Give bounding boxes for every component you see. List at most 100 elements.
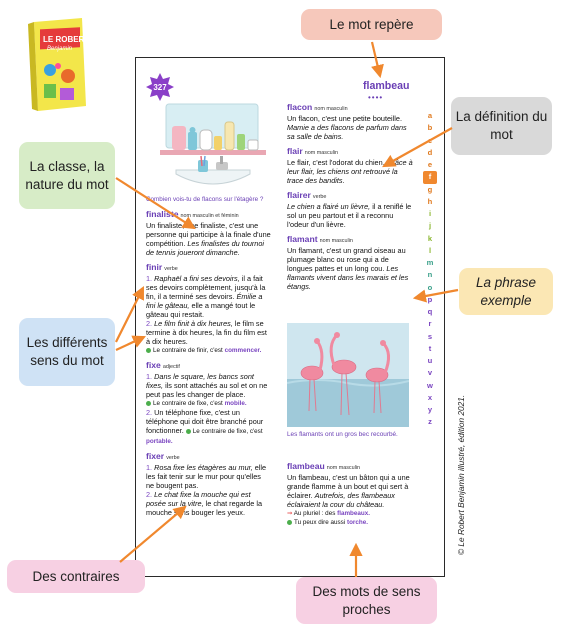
definition: il a reniflé le sol un peu partout et il…	[287, 202, 412, 229]
callout-sens: Les différents sens du mot	[19, 318, 115, 386]
book-subtitle: Benjamin	[47, 46, 73, 52]
letter-tab[interactable]: d	[427, 147, 433, 157]
callout-contraires: Des contraires	[7, 560, 145, 593]
headword: flacon	[287, 102, 313, 112]
letter-tab[interactable]: u	[427, 356, 433, 365]
letter-tab[interactable]: j	[428, 221, 432, 231]
callout-classe: La classe, la nature du mot	[19, 142, 115, 209]
part-of-speech: nom masculin	[326, 465, 361, 471]
green-dot-icon	[185, 428, 191, 434]
entry-flambeau: flambeau nom masculin Un flambeau, c'est…	[287, 462, 415, 527]
callout-mot-repere: Le mot repère	[301, 9, 442, 40]
green-dot-icon	[146, 400, 151, 406]
letter-tab[interactable]: m	[426, 258, 434, 267]
example: Mamie a des flacons de parfum dans sa sa…	[287, 123, 407, 141]
example: Les flamants vivent dans les marais et l…	[287, 264, 409, 291]
sense-number: 1.	[146, 372, 153, 381]
example: Le chien a flairé un lièvre,	[287, 202, 371, 211]
part-of-speech: verbe	[166, 455, 180, 461]
example: Raphaël a fini ses devoirs,	[154, 274, 240, 283]
callout-definition: La définition du mot	[451, 97, 552, 155]
part-of-speech: nom masculin et féminin	[180, 213, 239, 219]
letter-tab[interactable]: x	[427, 392, 433, 402]
callout-sens-proches: Des mots de sens proches	[296, 577, 437, 624]
part-of-speech: verbe	[164, 266, 178, 272]
synonym-note: Tu peux dire aussi torche.	[287, 518, 415, 527]
letter-tab[interactable]: y	[427, 405, 433, 414]
letter-tab[interactable]: b	[427, 123, 433, 133]
dictionary-book-cover: LE ROBERT Benjamin	[28, 18, 86, 111]
contrary-note: Le contraire de finir, c'est commencer.	[146, 346, 271, 355]
definition: Un flambeau, c'est un bâton qui a une gr…	[287, 473, 410, 500]
letter-tab[interactable]: q	[427, 307, 433, 316]
letter-tab[interactable]: w	[427, 380, 433, 390]
headword: flair	[287, 146, 303, 156]
letter-tab[interactable]: t	[428, 343, 432, 353]
entry-flair: flair nom masculin Le flair, c'est l'odo…	[287, 146, 415, 186]
book-title: LE ROBERT	[43, 35, 86, 44]
sense-number: 2.	[146, 319, 153, 328]
letter-tab[interactable]: i	[428, 209, 432, 218]
definition: Le flair, c'est l'odorat du chien.	[287, 158, 385, 167]
definition: ils sont attachés au sol et on ne peut p…	[146, 381, 268, 399]
part-of-speech: adjectif	[162, 364, 180, 370]
shelf-image-caption: Combien vois-tu de flacons sur l'étagère…	[146, 196, 264, 203]
entry-fixe: fixe adjectif 1. Dans le square, les ban…	[146, 361, 271, 446]
green-dot-icon	[287, 519, 292, 525]
letter-tab[interactable]: z	[428, 417, 432, 427]
letter-tab[interactable]: k	[427, 233, 433, 243]
headword: fixer	[146, 451, 165, 461]
headword: flambeau	[287, 461, 325, 471]
entry-flairer: flairer verbe Le chien a flairé un lièvr…	[287, 191, 415, 230]
part-of-speech: nom masculin	[319, 238, 353, 244]
page-number-badge: 327	[146, 73, 174, 101]
green-dot-icon	[146, 347, 151, 353]
contrary-note: Le contraire de fixe, c'est mobile.	[146, 399, 271, 408]
definition: le chat regarde la mouche sans bouger le…	[146, 499, 263, 517]
letter-tab[interactable]: o	[427, 282, 433, 292]
letter-tab[interactable]: h	[427, 196, 433, 206]
copyright-notice: © Le Robert Benjamin illustré, édition 2…	[456, 394, 466, 555]
entry-flacon: flacon nom masculin Un flacon, c'est une…	[287, 102, 415, 142]
headword: flamant	[287, 234, 318, 244]
sense-number: 1.	[146, 274, 153, 283]
callout-phrase-exemple: La phrase exemple	[459, 268, 553, 315]
headword: finir	[146, 262, 163, 272]
entry-flamant: flamant nom masculin Un flamant, c'est u…	[287, 234, 415, 292]
sense-number: 1.	[146, 463, 153, 472]
letter-tab[interactable]: s	[427, 331, 433, 341]
right-column: flacon nom masculin Un flacon, c'est une…	[287, 103, 415, 297]
part-of-speech: nom masculin	[304, 150, 339, 156]
example: Autrefois, des flambeaux éclairaient la …	[287, 491, 395, 509]
example: Le chat fixe la mouche qui est posée sur…	[146, 490, 251, 508]
letter-tab[interactable]: c	[427, 135, 433, 145]
example: Rosa fixe les étagères au mur,	[154, 463, 253, 472]
definition: Un flacon, c'est une petite bouteille.	[287, 114, 402, 123]
letter-tab[interactable]: n	[427, 270, 433, 280]
letter-tab[interactable]: p	[427, 294, 433, 304]
part-of-speech: nom masculin	[314, 106, 348, 112]
definition: Un finaliste, une finaliste, c'est une p…	[146, 221, 271, 248]
letter-tab[interactable]: v	[427, 368, 433, 378]
letter-tab[interactable]: l	[428, 245, 432, 255]
plural-note: ⇒ Au pluriel : des flambeaux.	[287, 510, 370, 517]
definition: elle les fait tenir sur le mur pour qu'e…	[146, 463, 267, 490]
contrary-note: Le contraire de fixe, c'est portable.	[146, 428, 263, 445]
letter-tab[interactable]: g	[427, 184, 433, 194]
letter-tab[interactable]: r	[428, 319, 432, 329]
letter-tab-active[interactable]: f	[423, 171, 437, 184]
definition: Un téléphone fixe, c'est un téléphone qu…	[146, 408, 264, 435]
entry-finaliste: finaliste nom masculin et féminin Un fin…	[146, 210, 271, 258]
left-column: Combien vois-tu de flacons sur l'étagère…	[146, 196, 271, 523]
letter-tab[interactable]: a	[427, 111, 433, 120]
example: Le film finit à dix heures,	[154, 319, 233, 328]
sense-number: 2.	[146, 408, 153, 417]
alphabet-index: a b c d e f g h i j k l m n o p q r s t …	[423, 110, 437, 429]
part-of-speech: verbe	[312, 194, 327, 200]
definition: elle a mangé tout le gâteau qui restait.	[146, 301, 256, 319]
example: Les finalistes du tournoi de tennis joue…	[146, 239, 265, 257]
letter-tab[interactable]: e	[427, 160, 433, 169]
example: Dans le square, les bancs sont fixes,	[146, 372, 254, 390]
bathroom-shelf-illustration	[160, 103, 266, 185]
headword-dots: ••••	[368, 93, 384, 102]
